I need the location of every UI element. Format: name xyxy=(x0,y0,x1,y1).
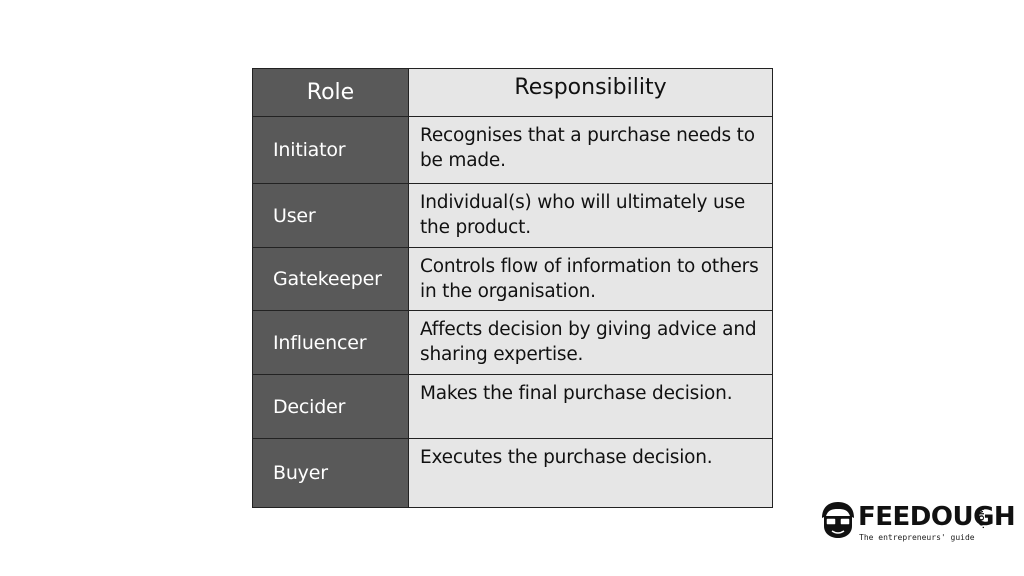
role-cell: Initiator xyxy=(253,117,408,183)
header-role: Role xyxy=(253,69,408,116)
roles-table: Role Responsibility Initiator Recognises… xyxy=(252,68,773,508)
role-cell: Buyer xyxy=(253,439,408,507)
responsibility-cell: Recognises that a purchase needs to be m… xyxy=(409,117,772,183)
logo-wordmark: FEEDOUGH xyxy=(858,502,1016,532)
responsibility-cell: Affects decision by giving advice and sh… xyxy=(409,311,772,374)
role-cell: Gatekeeper xyxy=(253,248,408,310)
role-cell: User xyxy=(253,184,408,247)
responsibility-cell: Executes the purchase decision. xyxy=(409,439,772,507)
header-responsibility: Responsibility xyxy=(409,69,772,116)
role-cell: Decider xyxy=(253,375,408,438)
face-with-glasses-icon xyxy=(822,502,854,538)
logo-tagline: The entrepreneurs' guide xyxy=(859,533,975,542)
responsibility-cell: Individual(s) who will ultimately use th… xyxy=(409,184,772,247)
responsibility-cell: Makes the final purchase decision. xyxy=(409,375,772,438)
responsibility-cell: Controls flow of information to others i… xyxy=(409,248,772,310)
role-cell: Influencer xyxy=(253,311,408,374)
feedough-logo: FEEDOUGH .COM The entrepreneurs' guide xyxy=(818,500,1016,545)
logo-suffix: .COM xyxy=(978,508,986,529)
